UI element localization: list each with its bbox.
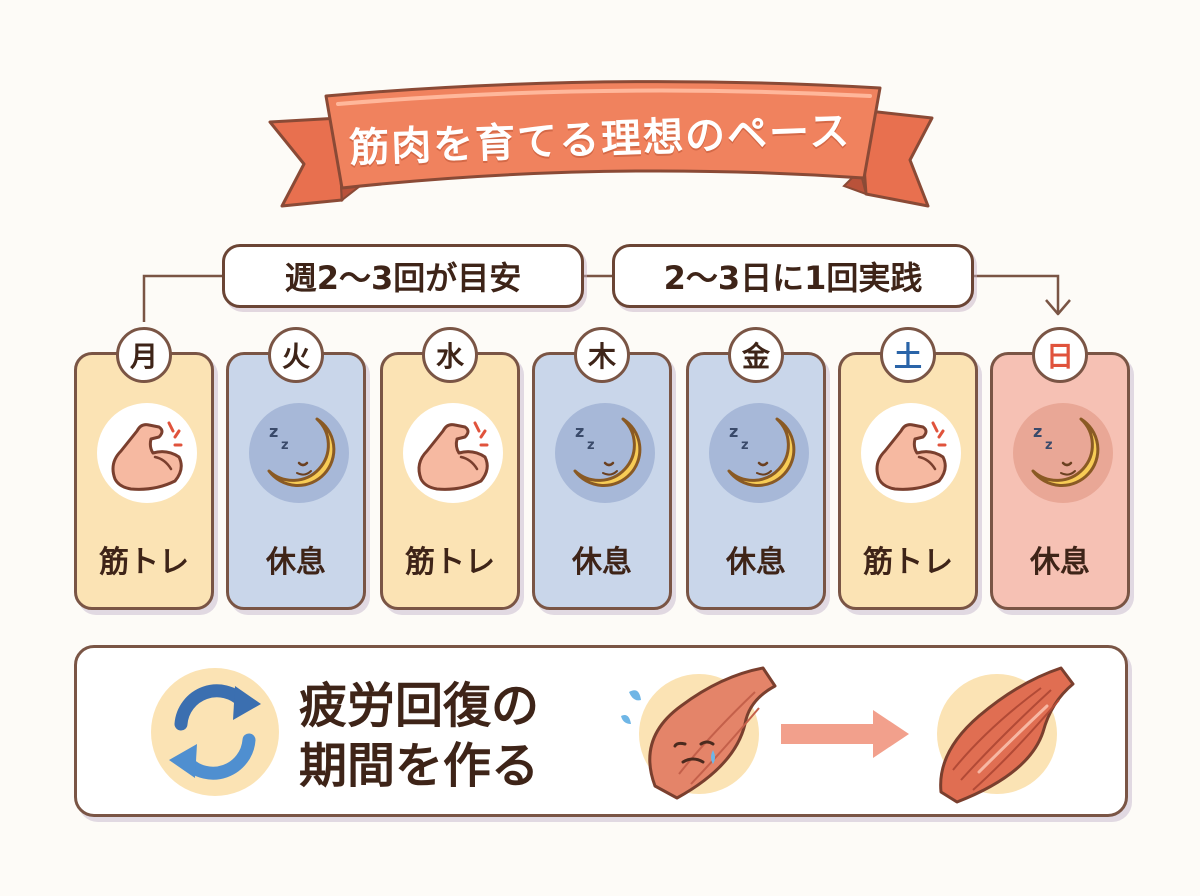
day-card-wed: 水 筋トレ	[380, 327, 520, 610]
svg-text:z: z	[281, 438, 289, 453]
frequency-label: 週2〜3回が目安	[222, 244, 584, 308]
healthy-muscle-icon	[937, 666, 1075, 804]
day-name: 日	[1032, 327, 1088, 383]
day-name: 木	[574, 327, 630, 383]
day-name: 土	[880, 327, 936, 383]
svg-text:z: z	[587, 438, 595, 453]
recovery-panel: 疲労回復の 期間を作る	[74, 645, 1128, 817]
day-name: 水	[422, 327, 478, 383]
svg-text:z: z	[575, 422, 584, 441]
svg-text:z: z	[741, 438, 749, 453]
activity-label: 休息	[572, 545, 632, 580]
bracket-connector	[142, 274, 1071, 322]
recovery-text: 疲労回復の 期間を作る	[299, 676, 599, 796]
svg-text:z: z	[269, 422, 278, 441]
day-name: 火	[268, 327, 324, 383]
down-arrow-icon	[1045, 299, 1071, 316]
activity-label: 筋トレ	[863, 545, 953, 580]
recovery-line-2: 期間を作る	[299, 738, 540, 794]
cycle-arrows-icon	[151, 668, 279, 796]
day-name: 月	[116, 327, 172, 383]
activity-label: 休息	[1030, 545, 1090, 580]
activity-label: 休息	[266, 545, 326, 580]
svg-text:z: z	[1033, 422, 1042, 441]
day-name: 金	[728, 327, 784, 383]
interval-label: 2〜3日に1回実践	[612, 244, 974, 308]
activity-label: 筋トレ	[405, 545, 495, 580]
flexed-arm-icon	[859, 401, 963, 505]
day-card-mon: 月 筋トレ	[74, 327, 214, 610]
ribbon-shape	[268, 80, 934, 208]
flexed-arm-icon	[95, 401, 199, 505]
svg-text:z: z	[1045, 438, 1053, 453]
svg-text:z: z	[729, 422, 738, 441]
tired-muscle-icon	[621, 666, 777, 800]
recovery-line-1: 疲労回復の	[299, 678, 540, 734]
flexed-arm-icon	[401, 401, 505, 505]
right-arrow-icon	[781, 710, 909, 758]
day-card-sat: 土 筋トレ	[838, 327, 978, 610]
activity-label: 筋トレ	[99, 545, 189, 580]
activity-label: 休息	[726, 545, 786, 580]
title-banner: 筋肉を育てる理想のペース	[260, 60, 940, 220]
